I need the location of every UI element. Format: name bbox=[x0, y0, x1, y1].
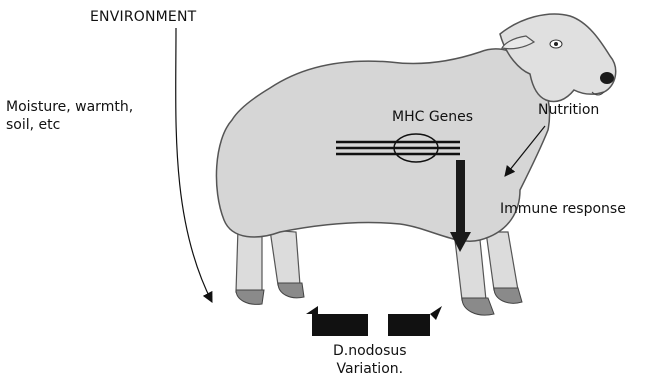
pathogen-label: D.nodosus Variation. bbox=[333, 342, 407, 378]
environment-factor-line: Moisture, warmth, bbox=[6, 98, 133, 116]
environment-arrow bbox=[176, 28, 212, 302]
immune-response-label: Immune response bbox=[500, 200, 626, 218]
environment-factor-line: soil, etc bbox=[6, 116, 133, 134]
environment-factors: Moisture, warmth, soil, etc bbox=[6, 98, 133, 134]
pathogen-label-line: Variation. bbox=[333, 360, 407, 378]
pathogen-block-icon bbox=[306, 306, 442, 336]
environment-label: ENVIRONMENT bbox=[90, 8, 196, 26]
nutrition-label: Nutrition bbox=[538, 101, 599, 119]
sheep-illustration bbox=[216, 14, 615, 315]
pathogen-label-line: D.nodosus bbox=[333, 342, 407, 360]
mhc-genes-label: MHC Genes bbox=[392, 108, 473, 126]
